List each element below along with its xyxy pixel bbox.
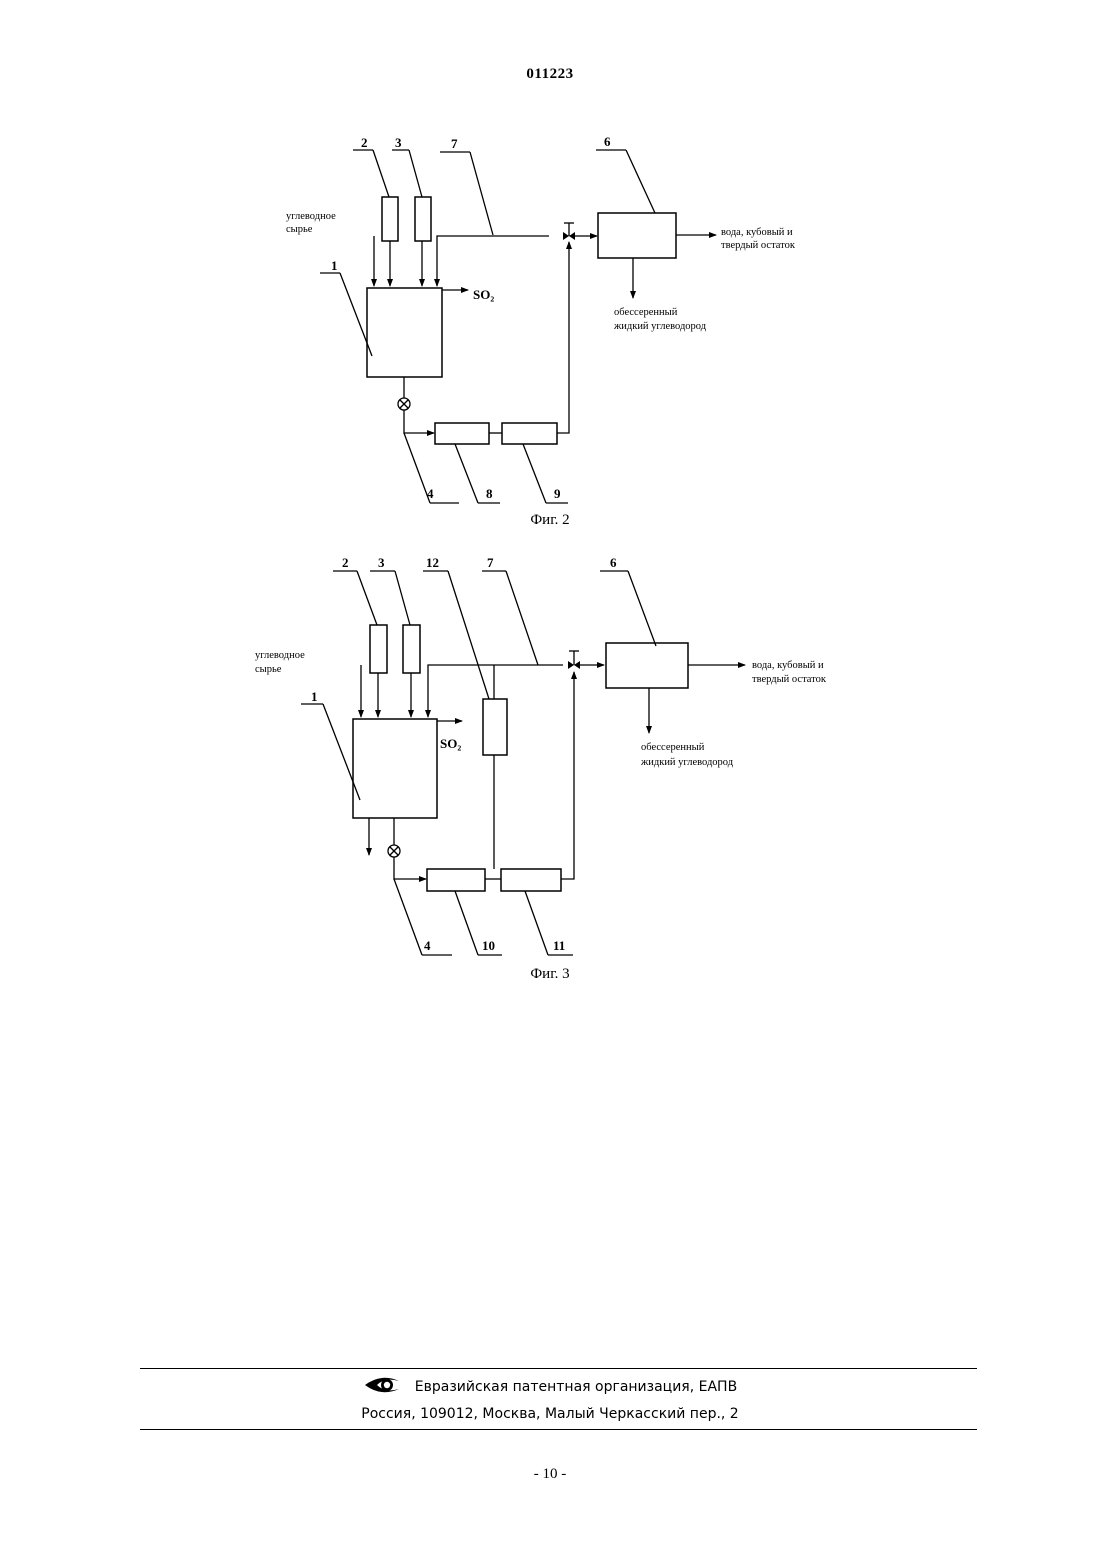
output-right-line2: твердый остаток [752, 674, 827, 685]
svg-text:4: 4 [427, 486, 434, 501]
svg-text:3: 3 [395, 135, 402, 150]
so2-label: SO₂ [440, 736, 461, 751]
output-down-line2: жидкий углеводород [640, 757, 734, 768]
figure-3-diagram: 2 3 12 7 6 1 углеводное сырье SO₂ [0, 550, 1100, 990]
figure-2-diagram: 2 3 7 6 1 углеводное сырье SO₂ [0, 130, 1100, 540]
svg-text:4: 4 [424, 938, 431, 953]
footer-top-rule [140, 1368, 977, 1369]
svg-text:3: 3 [378, 555, 385, 570]
svg-text:6: 6 [604, 134, 611, 149]
valve-4 [398, 398, 410, 410]
tank-2 [370, 625, 387, 673]
output-right-line2: твердый остаток [721, 240, 796, 251]
unit-9 [502, 423, 557, 444]
label-3-leader: 3 [370, 555, 410, 625]
label-3-leader: 3 [392, 135, 422, 197]
output-down-line1: обессеренный [614, 307, 678, 318]
label-6-leader: 6 [600, 555, 656, 646]
svg-text:10: 10 [482, 938, 495, 953]
figure-2-caption: Фиг. 2 [530, 512, 569, 528]
label-8-leader: 8 [455, 444, 500, 503]
figure-3-caption: Фиг. 3 [530, 966, 569, 982]
svg-text:11: 11 [553, 938, 565, 953]
label-10-leader: 10 [455, 891, 502, 955]
output-right-line1: вода, кубовый и [721, 227, 793, 238]
column-12 [483, 699, 507, 755]
label-1-leader: 1 [320, 258, 372, 356]
reactor-1 [353, 719, 437, 818]
footer-organization: Евразийская патентная организация, ЕАПВ [0, 1375, 1100, 1399]
unit-8 [435, 423, 489, 444]
feed-label-line1: углеводное [286, 211, 336, 222]
label-2-leader: 2 [353, 135, 389, 197]
svg-text:6: 6 [610, 555, 617, 570]
svg-text:12: 12 [426, 555, 439, 570]
svg-text:2: 2 [361, 135, 368, 150]
separator-6 [598, 213, 676, 258]
unit-11 [501, 869, 561, 891]
label-7-leader: 7 [482, 555, 538, 665]
tank-2 [382, 197, 398, 241]
svg-text:2: 2 [342, 555, 349, 570]
svg-text:8: 8 [486, 486, 493, 501]
unit-10 [427, 869, 485, 891]
label-9-leader: 9 [523, 444, 568, 503]
valve-4 [388, 845, 400, 857]
so2-label: SO₂ [473, 287, 494, 302]
separator-6 [606, 643, 688, 688]
label-6-leader: 6 [596, 134, 655, 213]
eye-logo-icon [363, 1375, 403, 1399]
footer-bottom-rule [140, 1429, 977, 1430]
output-down-line2: жидкий углеводород [613, 321, 707, 332]
tank-3 [403, 625, 420, 673]
output-right-line1: вода, кубовый и [752, 660, 824, 671]
output-down-line1: обессеренный [641, 742, 705, 753]
feed-label-line1: углеводное [255, 650, 305, 661]
document-number: 011223 [0, 66, 1100, 83]
mixer-valve [568, 651, 580, 669]
svg-text:1: 1 [331, 258, 338, 273]
label-2-leader: 2 [333, 555, 377, 625]
tank-3 [415, 197, 431, 241]
mixer-valve [563, 223, 575, 240]
feed-label-line2: сырье [286, 224, 313, 235]
svg-text:7: 7 [451, 136, 458, 151]
svg-text:1: 1 [311, 689, 318, 704]
label-11-leader: 11 [525, 891, 573, 955]
footer-address: Россия, 109012, Москва, Малый Черкасский… [0, 1406, 1100, 1422]
svg-text:9: 9 [554, 486, 561, 501]
svg-text:7: 7 [487, 555, 494, 570]
label-12-leader: 12 [423, 555, 489, 699]
page-number: - 10 - [0, 1466, 1100, 1483]
label-7-leader: 7 [440, 136, 493, 235]
label-1-leader: 1 [301, 689, 360, 800]
feed-label-line2: сырье [255, 664, 282, 675]
organization-name: Евразийская патентная организация, ЕАПВ [415, 1379, 737, 1395]
reactor-1 [367, 288, 442, 377]
